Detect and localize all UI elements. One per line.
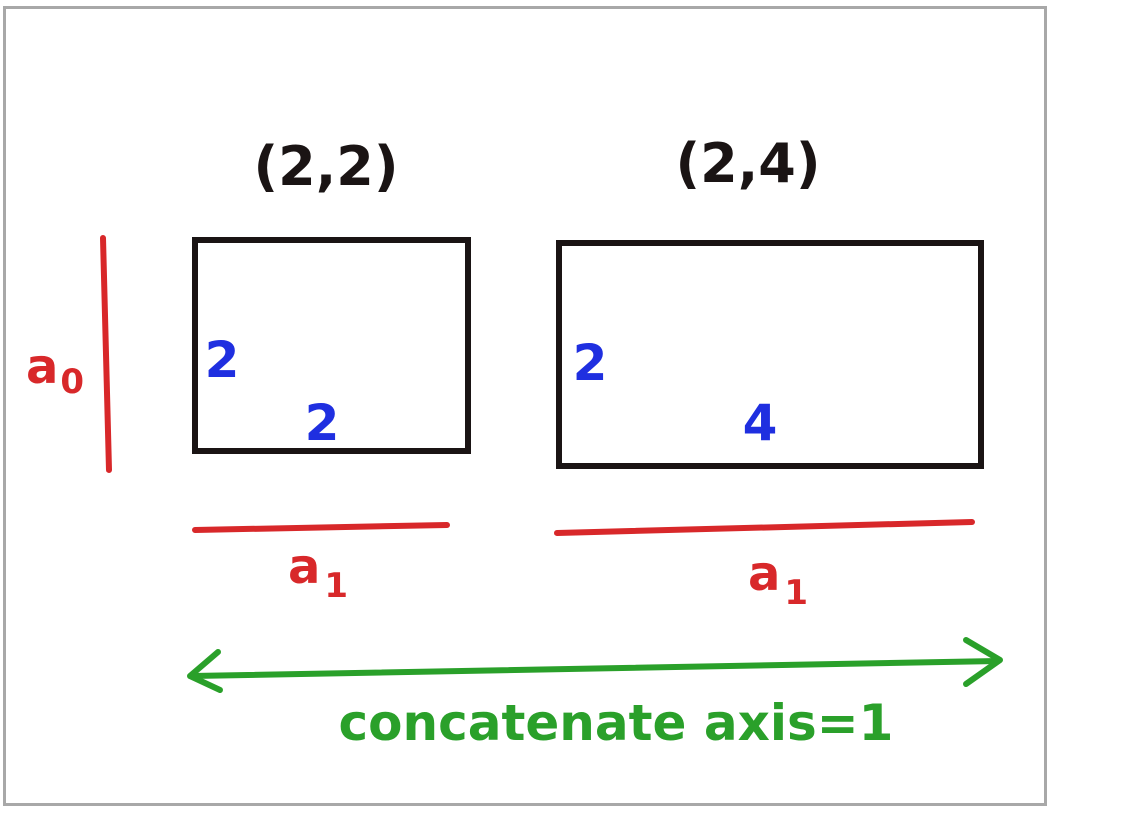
right-matrix-rows-label: 2 (573, 334, 608, 392)
concatenate-arrow-shaft (189, 658, 1001, 679)
axis-0-line (100, 235, 112, 473)
axis-0-label: a0 (26, 339, 84, 402)
arrow-head-right-icon (963, 637, 1003, 687)
left-matrix-box (192, 237, 471, 454)
left-matrix-rows-label: 2 (205, 331, 240, 389)
left-matrix-cols-label: 2 (305, 394, 340, 452)
arrow-head-left-icon (187, 649, 223, 693)
right-matrix-shape-label: (2,4) (675, 132, 820, 195)
left-axis-1-line (192, 522, 450, 533)
left-matrix-shape-label: (2,2) (253, 135, 398, 198)
right-matrix-box (556, 240, 984, 469)
right-matrix-cols-label: 4 (743, 394, 778, 452)
right-axis-1-line (554, 519, 975, 536)
operation-label: concatenate axis=1 (339, 694, 894, 752)
